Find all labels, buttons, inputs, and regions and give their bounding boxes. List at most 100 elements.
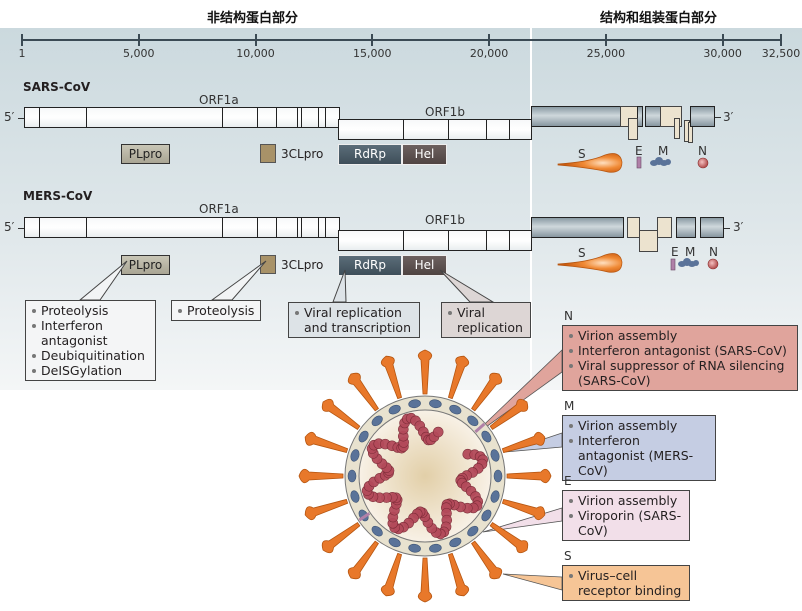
membrane-protein	[388, 404, 401, 415]
m-label-mers: M	[685, 245, 696, 259]
membrane-protein	[467, 525, 479, 537]
e-function-item: Viroporin (SARS-CoV)	[568, 508, 684, 538]
membrane-protein	[429, 399, 442, 409]
spike-protein	[347, 540, 379, 580]
orf1b-label-mers: ORF1b	[425, 213, 465, 227]
axis-tick	[488, 34, 491, 46]
membrane-protein	[490, 490, 500, 503]
n-function-item: Virion assembly	[568, 328, 792, 343]
membrane-protein	[350, 449, 360, 462]
m-functions-callout: Virion assembly Interferon antagonist (M…	[562, 415, 716, 481]
plpro-sars[interactable]: PLpro	[121, 144, 170, 164]
axis-tick-label: 1	[18, 47, 26, 60]
five-prime-tick-mers	[18, 228, 24, 229]
axis-tick-label: 5,000	[122, 47, 155, 60]
axis-tick	[254, 34, 257, 46]
accessory-orf-sars-4	[674, 118, 680, 139]
five-prime-mers: 5′	[4, 220, 15, 234]
n-function-item: Viral suppressor of RNA silencing (SARS-…	[568, 358, 792, 388]
spike-protein	[347, 372, 379, 412]
spike-protein	[447, 552, 470, 597]
spike-protein	[471, 540, 503, 580]
plpro-functions-callout: Proteolysis Interferon antagonist Deubiq…	[25, 300, 156, 381]
hel-mers[interactable]: Hel	[402, 255, 447, 276]
s-functions-callout: Virus–cell receptor binding	[562, 565, 690, 601]
spike-protein	[501, 431, 546, 454]
n-function-item: Interferon antagonist (SARS-CoV)	[568, 343, 792, 358]
nucleocapsid-icon-mers	[707, 258, 719, 270]
spike-protein	[304, 498, 349, 521]
s-label-mers: S	[578, 246, 586, 260]
orf1b-mers[interactable]	[338, 230, 532, 251]
orf1a-mers[interactable]	[24, 217, 340, 238]
axis-tick	[604, 34, 607, 46]
rdrp-function-item: Viral replication and transcription	[294, 305, 414, 335]
membrane-protein	[371, 525, 383, 537]
membrane-protein	[481, 509, 492, 522]
spike-protein	[489, 398, 529, 430]
accessory-orf-mers-2	[639, 230, 658, 252]
accessory-orf-mers-1	[627, 217, 640, 238]
axis-tick	[371, 34, 374, 46]
three-prime-tick-sars	[715, 117, 721, 118]
s-pointer	[502, 573, 563, 591]
axis-tick-label: 10,000	[236, 47, 275, 60]
orf1a-label-sars: ORF1a	[199, 93, 239, 107]
three-prime-tick-mers	[724, 228, 730, 229]
three-prime-sars: 3′	[723, 110, 734, 124]
axis-tick	[21, 34, 23, 46]
spike-protein	[447, 355, 470, 400]
plpro-function-item: Proteolysis	[31, 303, 150, 318]
five-prime-tick-sars	[18, 118, 24, 119]
membrane-protein	[481, 430, 492, 443]
five-prime-sars: 5′	[4, 110, 15, 124]
membrane-protein	[429, 543, 442, 553]
n-callout-letter: N	[564, 309, 573, 323]
spike-protein	[321, 522, 361, 554]
e-functions-callout: Virion assembly Viroporin (SARS-CoV)	[562, 490, 690, 541]
m-label-sars: M	[658, 144, 669, 158]
clpro-mers-label: 3CLpro	[281, 258, 324, 272]
axis-tick	[721, 34, 724, 46]
n-gene-mers[interactable]	[700, 217, 724, 238]
s-callout-letter: S	[564, 549, 572, 563]
membrane-protein	[358, 430, 369, 443]
spike-icon-sars	[557, 153, 623, 173]
clpro-function-item: Proteolysis	[177, 303, 255, 318]
hel-functions-callout: Viral replication	[441, 302, 531, 338]
genome-axis	[22, 39, 782, 41]
e-function-item: Virion assembly	[568, 493, 684, 508]
plpro-mers[interactable]: PLpro	[121, 255, 170, 275]
rdrp-pointer	[332, 269, 347, 303]
clpro-sars-label: 3CLpro	[281, 147, 324, 161]
membrane-protein	[449, 537, 462, 548]
n-gene-sars[interactable]	[690, 106, 715, 127]
membrane-protein	[347, 469, 357, 483]
axis-tick-label: 32,500	[761, 47, 801, 60]
orf1b-sars[interactable]	[338, 119, 532, 140]
plpro-function-item: DeISGylation	[31, 363, 150, 378]
spike-protein	[489, 522, 529, 554]
membrane-protein	[350, 490, 360, 503]
membrane-protein	[467, 415, 479, 427]
plpro-function-item: Interferon antagonist	[31, 318, 150, 348]
orf1b-label-sars: ORF1b	[425, 105, 465, 119]
axis-tick-label: 20,000	[469, 47, 509, 60]
s-function-item: Virus–cell receptor binding	[568, 568, 684, 598]
e-label-mers: E	[671, 245, 679, 259]
n-label-mers: N	[709, 245, 718, 259]
s-gene-mers[interactable]	[531, 217, 624, 238]
rdrp-mers[interactable]: RdRp	[338, 255, 402, 276]
rdrp-sars[interactable]: RdRp	[338, 144, 402, 165]
hel-sars[interactable]: Hel	[402, 144, 447, 165]
plpro-pointer	[78, 260, 128, 301]
nucleocapsid-segment	[432, 426, 444, 438]
m-gene-mers[interactable]	[676, 217, 696, 238]
clpro-sars-swatch[interactable]	[260, 144, 276, 163]
rdrp-functions-callout: Viral replication and transcription	[288, 302, 420, 338]
envelope-protein	[358, 512, 371, 522]
e-callout-letter: E	[564, 474, 572, 488]
genome-name-mers: MERS-CoV	[23, 189, 93, 203]
orf1a-sars[interactable]	[24, 107, 340, 128]
